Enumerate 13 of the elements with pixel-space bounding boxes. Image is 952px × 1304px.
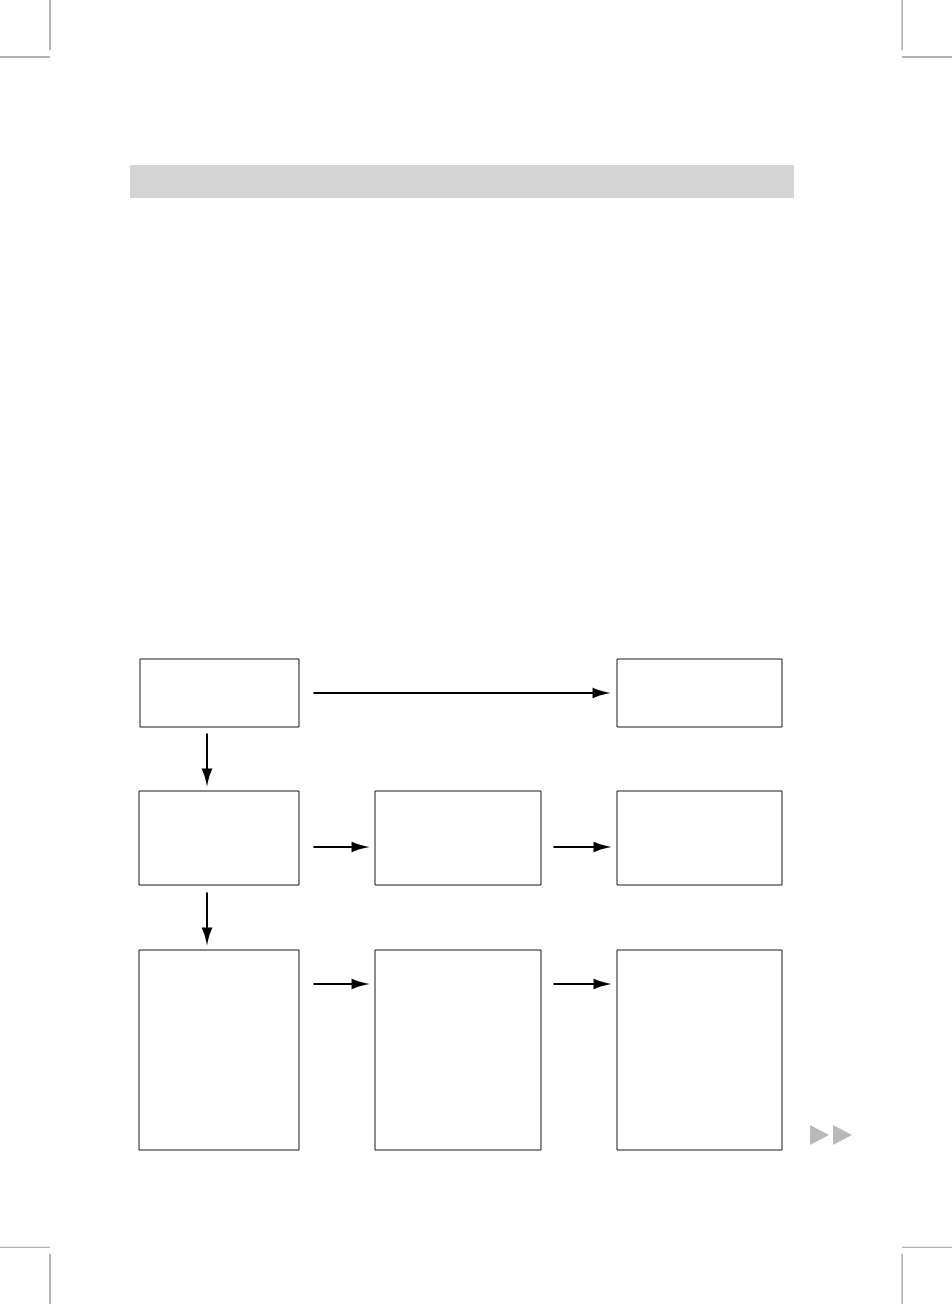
- flow-box: [616, 790, 783, 886]
- arrow: [312, 688, 607, 698]
- arrow: [312, 979, 366, 989]
- arrow: [552, 979, 608, 989]
- flow-box: [374, 949, 542, 1151]
- flow-box: [138, 949, 300, 1151]
- flow-box: [616, 949, 783, 1151]
- flow-box: [139, 658, 300, 728]
- flow-box: [374, 790, 542, 886]
- arrow: [312, 842, 366, 852]
- flow-box: [616, 658, 783, 728]
- flow-box: [138, 790, 300, 886]
- arrow: [552, 842, 608, 852]
